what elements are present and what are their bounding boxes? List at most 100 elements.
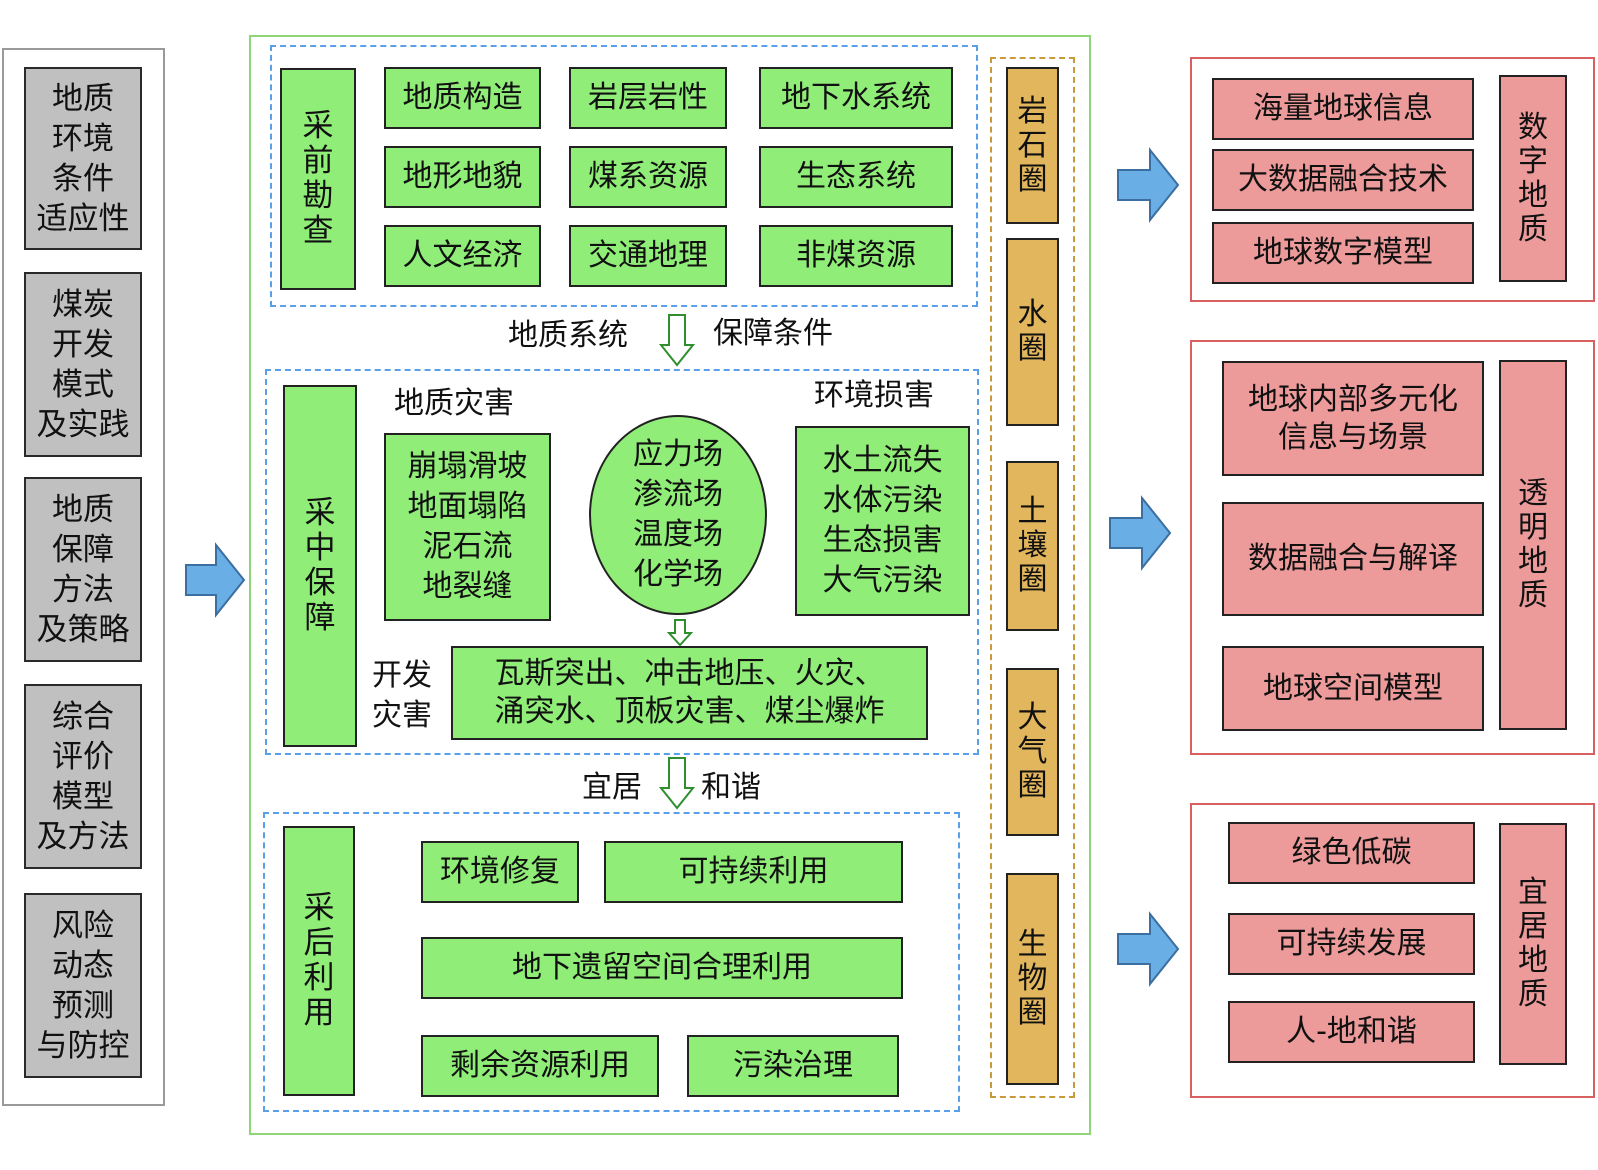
sphere-label: 大气圈	[1017, 700, 1048, 803]
right-arrow-icon	[1117, 147, 1180, 223]
sphere-label: 岩石圈	[1017, 93, 1048, 197]
post-item-underground-space: 地下遗留空间合理利用	[421, 937, 903, 999]
transparent-geology-label: 透明地质	[1499, 360, 1567, 730]
sphere-label: 生物圈	[1017, 927, 1048, 1030]
post-item-residual-resource: 剩余资源利用	[421, 1035, 659, 1097]
env-damage-title: 环境损害	[814, 378, 934, 413]
transparent-item-label: 数据融合与解译	[1248, 541, 1458, 576]
transparent-item-space-model: 地球空间模型	[1222, 646, 1484, 731]
stage-label-pre-mining: 采前勘查	[280, 68, 356, 290]
post-item-sustainable-use: 可持续利用	[604, 841, 903, 903]
livable-item-label: 人-地和谐	[1286, 1014, 1417, 1049]
down-arrow-icon	[658, 757, 696, 810]
geo-hazard-title: 地质灾害	[394, 386, 514, 421]
digital-geology-frame	[1190, 57, 1595, 302]
digital-geology-label: 数字地质	[1499, 75, 1567, 282]
connector-2-right-label: 和谐	[701, 770, 761, 805]
spheres-frame	[990, 57, 1075, 1098]
down-arrow-icon	[658, 314, 696, 367]
left-item-label: 煤炭 开发 模式 及实践	[36, 286, 130, 443]
pre-item-label: 生态系统	[796, 159, 916, 194]
livable-item-green-low-carbon: 绿色低碳	[1228, 822, 1475, 884]
pre-item-traffic-geography: 交通地理	[569, 225, 727, 287]
livable-item-label: 可持续发展	[1276, 926, 1427, 961]
pre-item-label: 地下水系统	[781, 80, 931, 115]
post-item-env-repair: 环境修复	[421, 841, 579, 903]
right-arrow-icon	[185, 542, 246, 618]
category-label: 宜居地质	[1518, 875, 1548, 1012]
geo-hazard-items: 崩塌滑坡 地面塌陷 泥石流 地裂缝	[407, 449, 528, 604]
post-item-label: 污染治理	[733, 1048, 853, 1083]
env-damage-box: 水土流失 水体污染 生态损害 大气污染	[795, 426, 970, 616]
stage-label-text: 采中保障	[304, 495, 336, 636]
connector-1-left-label: 地质系统	[508, 318, 628, 353]
post-item-pollution-control: 污染治理	[687, 1035, 899, 1097]
transparent-geology-frame	[1190, 340, 1595, 755]
pre-mining-section	[270, 45, 978, 307]
transparent-item-label: 地球内部多元化 信息与场景	[1248, 381, 1458, 455]
sphere-label: 土壤圈	[1017, 494, 1048, 597]
dev-hazard-title: 开发 灾害	[372, 658, 432, 733]
digital-item-bigdata-fusion: 大数据融合技术	[1212, 149, 1474, 211]
left-item-label: 地质 环境 条件 适应性	[36, 80, 130, 237]
transparent-item-internal-info: 地球内部多元化 信息与场景	[1222, 361, 1484, 476]
pre-item-humanities-economy: 人文经济	[384, 225, 541, 287]
left-item-label: 风险 动态 预测 与防控	[36, 907, 130, 1064]
digital-item-label: 大数据融合技术	[1238, 162, 1448, 197]
pre-item-label: 岩层岩性	[588, 80, 708, 115]
left-item-geo-environment: 地质 环境 条件 适应性	[24, 67, 142, 250]
connector-1-right-label: 保障条件	[713, 316, 833, 351]
post-item-label: 可持续利用	[678, 854, 829, 889]
left-column-frame	[2, 48, 165, 1106]
pre-item-label: 非煤资源	[796, 238, 916, 273]
livable-item-label: 绿色低碳	[1291, 835, 1412, 870]
livable-geology-label: 宜居地质	[1499, 823, 1567, 1065]
env-damage-items: 水土流失 水体污染 生态损害 大气污染	[822, 443, 943, 598]
pre-item-groundwater: 地下水系统	[759, 67, 953, 129]
dev-hazard-items: 瓦斯突出、冲击地压、火灾、 涌突水、顶板灾害、煤尘爆炸	[494, 656, 885, 729]
left-item-label: 地质 保障 方法 及策略	[36, 491, 130, 648]
pre-item-label: 地质构造	[402, 80, 523, 115]
sphere-atmosphere: 大气圈	[1006, 668, 1059, 836]
livable-item-sustainable-dev: 可持续发展	[1228, 913, 1475, 975]
category-label: 数字地质	[1518, 109, 1548, 247]
sphere-lithosphere: 岩石圈	[1006, 67, 1059, 224]
right-arrow-icon	[1109, 495, 1172, 571]
dev-hazard-box: 瓦斯突出、冲击地压、火灾、 涌突水、顶板灾害、煤尘爆炸	[451, 646, 928, 740]
livable-item-human-earth-harmony: 人-地和谐	[1228, 1001, 1475, 1063]
pre-item-label: 煤系资源	[588, 159, 708, 194]
digital-item-digital-model: 地球数字模型	[1212, 222, 1474, 284]
center-main-frame	[249, 35, 1091, 1135]
stage-label-text: 采前勘查	[302, 108, 334, 249]
post-item-label: 环境修复	[440, 854, 560, 889]
stage-label-post-mining: 采后利用	[283, 826, 355, 1096]
left-item-risk-control: 风险 动态 预测 与防控	[24, 893, 142, 1078]
pre-item-non-coal-resource: 非煤资源	[759, 225, 953, 287]
left-item-label: 综合 评价 模型 及方法	[36, 698, 130, 855]
pre-item-landform: 地形地貌	[384, 146, 541, 208]
sphere-hydrosphere: 水圈	[1006, 238, 1059, 426]
geo-hazard-box: 崩塌滑坡 地面塌陷 泥石流 地裂缝	[384, 433, 551, 621]
pre-item-geo-structure: 地质构造	[384, 67, 541, 129]
pre-item-ecosystem: 生态系统	[759, 146, 953, 208]
pre-item-coal-resource: 煤系资源	[569, 146, 727, 208]
mid-mining-section	[265, 369, 979, 755]
left-item-coal-development: 煤炭 开发 模式 及实践	[24, 272, 142, 457]
stage-label-mid-mining: 采中保障	[283, 385, 357, 747]
transparent-item-label: 地球空间模型	[1263, 670, 1443, 706]
stage-label-text: 采后利用	[303, 890, 335, 1031]
digital-item-label: 海量地球信息	[1253, 91, 1433, 126]
digital-item-label: 地球数字模型	[1253, 235, 1433, 270]
left-item-evaluation-model: 综合 评价 模型 及方法	[24, 684, 142, 869]
post-item-label: 剩余资源利用	[450, 1048, 630, 1083]
pre-item-label: 人文经济	[402, 238, 523, 273]
digital-item-earth-info: 海量地球信息	[1212, 78, 1474, 140]
small-down-arrow-icon	[666, 619, 694, 647]
pre-item-label: 交通地理	[588, 238, 708, 273]
pre-item-label: 地形地貌	[402, 159, 523, 194]
sphere-label: 水圈	[1017, 297, 1048, 366]
fields-items: 应力场 渗流场 温度场 化学场	[633, 437, 723, 592]
connector-2-left-label: 宜居	[582, 770, 642, 805]
post-mining-section	[263, 812, 960, 1112]
sphere-biosphere: 生物圈	[1006, 873, 1059, 1085]
